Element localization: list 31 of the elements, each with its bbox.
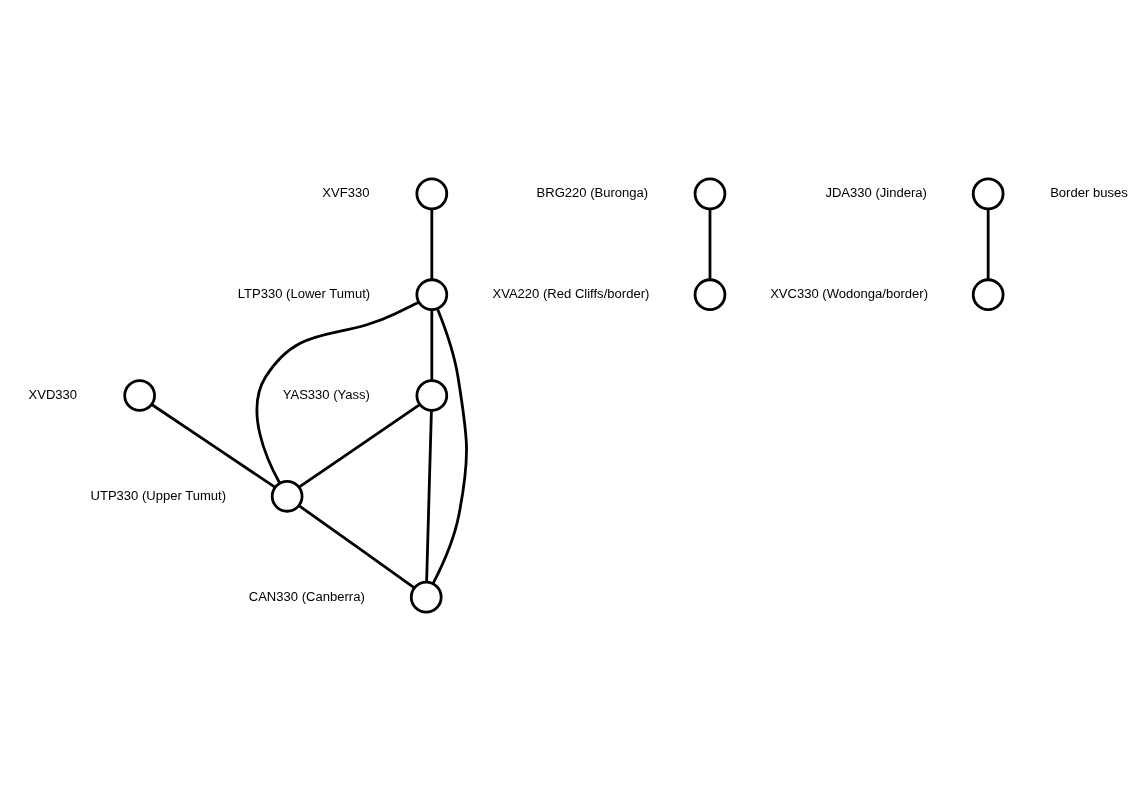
node-label: CAN330 (Canberra) <box>248 588 365 604</box>
node-circle <box>123 379 156 412</box>
node-label: YAS330 (Yass) <box>282 386 370 402</box>
node-circle <box>693 278 727 311</box>
node-circle <box>270 480 304 513</box>
connector <box>430 209 434 280</box>
node-label: XVA220 (Red Cliffs/border) <box>492 286 650 302</box>
node-circle <box>415 379 449 412</box>
connector <box>986 209 990 280</box>
connector <box>298 504 416 589</box>
node-label: XVC330 (Wodonga/border) <box>770 286 929 302</box>
connector <box>430 309 434 381</box>
connector <box>298 403 421 489</box>
connector <box>150 403 276 489</box>
node-label: JDA330 (Jindera) <box>825 185 927 201</box>
connector <box>431 308 468 585</box>
node-circle <box>409 580 443 614</box>
connector <box>425 410 433 583</box>
node-label: XVF330 <box>322 185 370 201</box>
label: Border buses <box>1050 185 1128 201</box>
node-circle <box>693 177 727 211</box>
node-label: UTP330 (Upper Tumut) <box>90 487 227 503</box>
node-label: LTP330 (Lower Tumut) <box>237 286 371 302</box>
connector <box>708 209 712 280</box>
node-circle <box>971 278 1005 311</box>
node-circle <box>971 177 1005 211</box>
node-circle <box>415 177 449 211</box>
node-label: XVD330 <box>28 386 78 402</box>
connector <box>255 300 420 484</box>
node-circle <box>415 278 449 311</box>
node-label: BRG220 (Buronga) <box>536 185 649 201</box>
